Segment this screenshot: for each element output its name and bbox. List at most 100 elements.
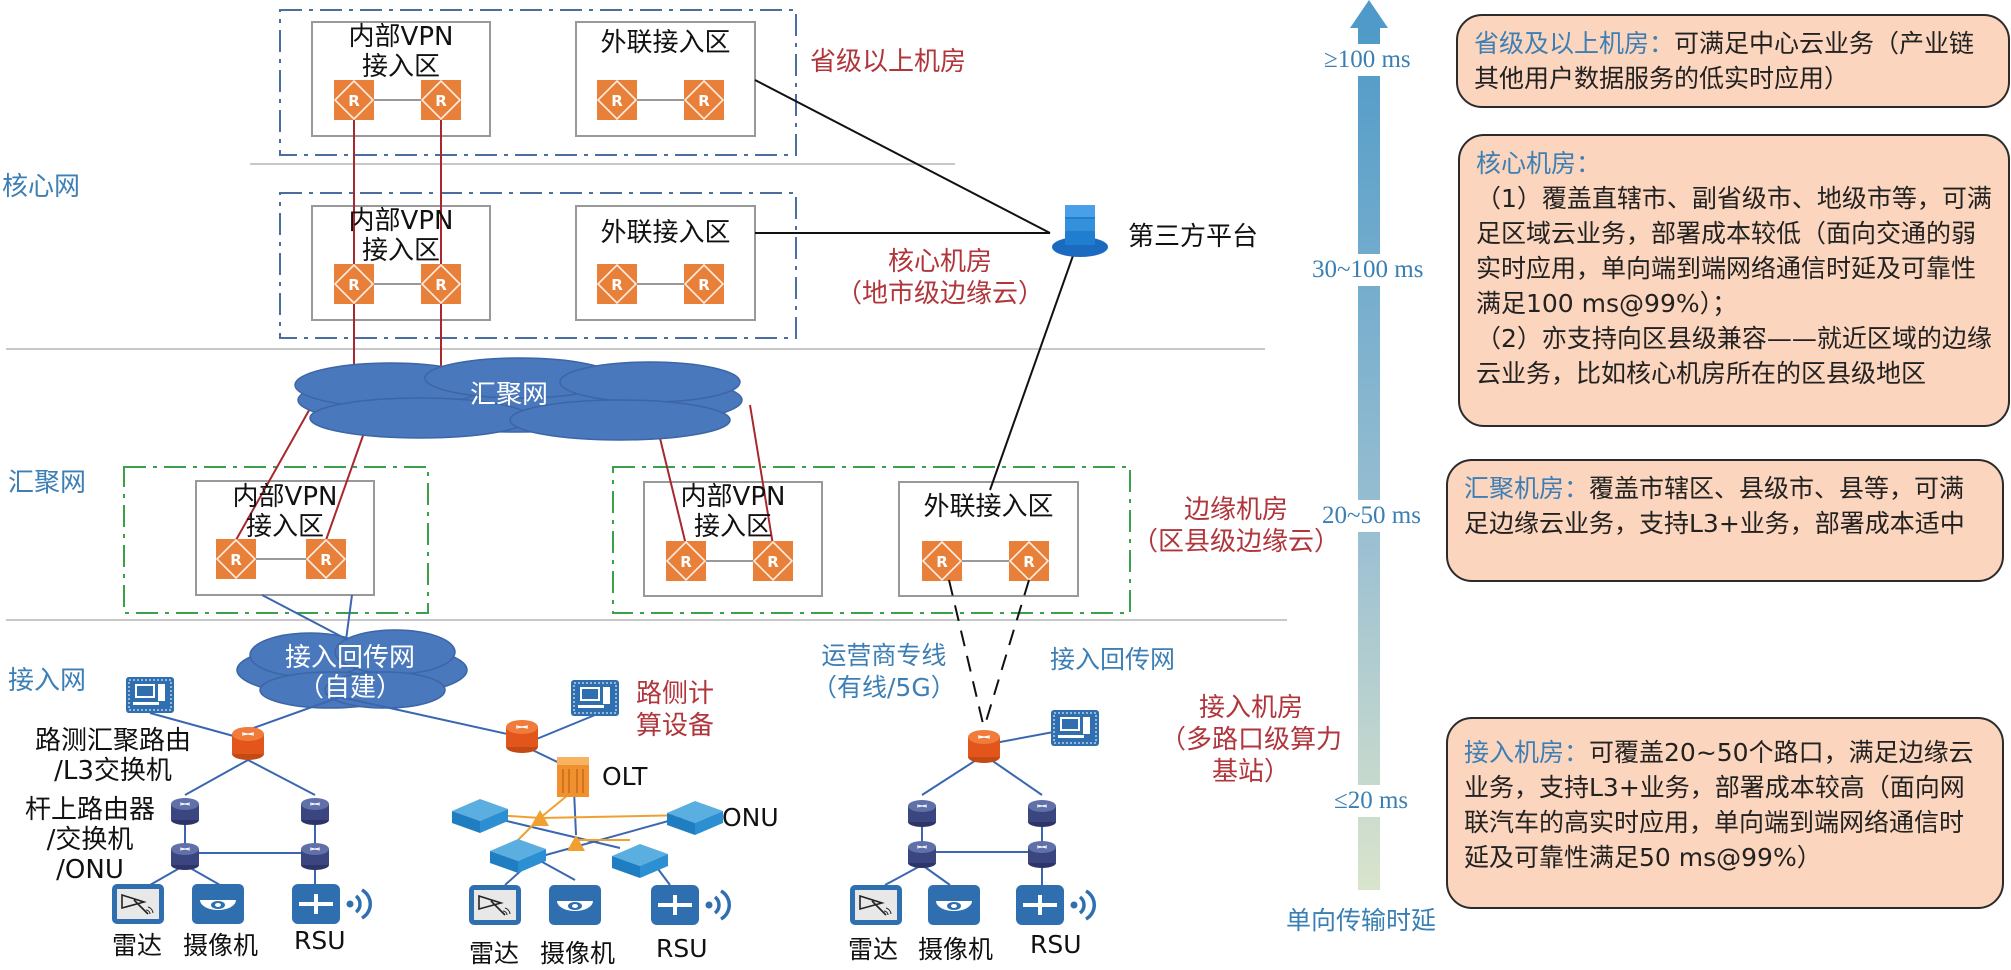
computer-icon	[1050, 709, 1100, 747]
latency-axis-title: 单向传输时延	[1284, 899, 1439, 939]
info-box-body: 可满足中心云业务（产业链其他用户数据服务的低实时应用）	[1474, 29, 1975, 93]
radar-icon	[849, 884, 903, 926]
latency-level-100: ≥100 ms	[1322, 44, 1413, 76]
computer-icon	[570, 679, 620, 717]
camera-icon	[928, 885, 980, 925]
latency-level-30-100: 30~100 ms	[1310, 254, 1426, 286]
router-icon	[215, 538, 257, 580]
info-box-core: 核心机房： （1）覆盖直辖市、副省级市、地级市等，可满足区域云业务，部署成本较低…	[1458, 134, 2010, 427]
rsu-icon	[290, 882, 373, 926]
operator-line-label: 运营商专线（有线/5G）	[812, 641, 956, 702]
onu-icon	[452, 799, 508, 833]
latency-arrow	[1350, 0, 1388, 890]
router-icon	[921, 540, 963, 582]
pole-router-icon	[907, 799, 937, 828]
roadside-compute-label: 路侧计算设备	[636, 679, 715, 741]
rsu-label: RSU	[1030, 930, 1082, 959]
layer-label-core: 核心网	[2, 172, 81, 202]
room-label-provincial: 省级以上机房	[810, 47, 967, 77]
layer-label-aggregation: 汇聚网	[8, 468, 87, 498]
aggregation-router-icon	[967, 729, 1001, 764]
room-label-edge: 边缘机房（区县级边缘云）	[1132, 495, 1341, 557]
radar-icon	[111, 883, 165, 925]
radar-label: 雷达	[112, 931, 163, 960]
router-icon	[683, 79, 725, 121]
camera-label: 摄像机	[540, 939, 616, 968]
router-icon	[665, 540, 707, 582]
router-icon	[420, 263, 462, 305]
router-icon	[596, 263, 638, 305]
rsu-label: RSU	[656, 934, 708, 963]
pole-router-icon	[170, 842, 200, 871]
onu-label: ONU	[722, 803, 779, 832]
router-icon	[596, 79, 638, 121]
edge-room-border	[612, 466, 1131, 614]
camera-label: 摄像机	[918, 935, 994, 964]
router-icon	[333, 263, 375, 305]
router-icon	[333, 79, 375, 121]
zone-label-external: 外联接入区	[600, 28, 731, 58]
onu-icon	[667, 801, 723, 835]
info-box-item: （1）覆盖直辖市、副省级市、地级市等，可满足区域云业务，部署成本较低（面向交通的…	[1476, 184, 1992, 318]
pole-router-icon	[907, 840, 937, 869]
aggregation-router-icon	[505, 719, 539, 754]
info-box-head: 省级及以上机房：	[1474, 29, 1675, 58]
pole-router-icon	[1027, 840, 1057, 869]
pole-router-label: 杆上路由器/交换机/ONU	[24, 795, 155, 885]
router-icon	[752, 540, 794, 582]
radar-icon	[468, 884, 522, 926]
third-party-platform-label: 第三方平台	[1128, 222, 1259, 252]
router-icon	[420, 79, 462, 121]
latency-level-20: ≤20 ms	[1332, 785, 1411, 817]
info-box-head: 接入机房：	[1464, 738, 1590, 767]
info-box-head: 核心机房：	[1476, 149, 1602, 178]
router-icon	[1008, 540, 1050, 582]
olt-icon	[556, 756, 590, 798]
computer-icon	[125, 676, 175, 714]
info-box-body: 可覆盖20~50个路口，满足边缘云业务，支持L3+业务，部署成本较高（面向网联汽…	[1464, 738, 1974, 872]
info-box-body: 覆盖市辖区、县级市、县等，可满足边缘云业务，支持L3+业务，部署成本适中	[1464, 474, 1965, 538]
rsu-label: RSU	[294, 926, 346, 955]
info-box-aggregation: 汇聚机房：覆盖市辖区、县级市、县等，可满足边缘云业务，支持L3+业务，部署成本适…	[1446, 459, 2004, 582]
info-box-access: 接入机房：可覆盖20~50个路口，满足边缘云业务，支持L3+业务，部署成本较高（…	[1446, 717, 2004, 909]
internal-vpn-links	[235, 100, 774, 546]
pole-router-icon	[300, 842, 330, 871]
olt-label: OLT	[602, 762, 648, 791]
pole-router-icon	[1027, 799, 1057, 828]
latency-level-20-50: 20~50 ms	[1320, 500, 1423, 532]
backhaul-cloud-label: 接入回传网（自建）	[285, 643, 416, 703]
camera-label: 摄像机	[183, 931, 259, 960]
backhaul-cloud-icon	[236, 629, 468, 709]
room-label-core: 核心机房（地市级边缘云）	[836, 247, 1045, 309]
radar-label: 雷达	[848, 935, 899, 964]
aggregation-cloud-label: 汇聚网	[470, 380, 549, 410]
onu-icon	[490, 839, 546, 873]
operator-links	[948, 579, 1030, 729]
info-box-provincial: 省级及以上机房：可满足中心云业务（产业链其他用户数据服务的低实时应用）	[1456, 14, 2010, 108]
backhaul-label: 接入回传网	[1050, 645, 1176, 674]
layer-label-access: 接入网	[8, 666, 87, 696]
camera-icon	[192, 884, 244, 924]
pole-router-icon	[170, 797, 200, 826]
rsu-icon	[649, 883, 732, 927]
rsu-icon	[1014, 883, 1097, 927]
info-box-head: 汇聚机房：	[1464, 474, 1590, 503]
splitter-icon	[567, 835, 585, 851]
router-icon	[683, 263, 725, 305]
router-icon	[305, 538, 347, 580]
zone-label-external: 外联接入区	[600, 218, 731, 248]
camera-icon	[549, 885, 601, 925]
third-party-platform-icon	[1052, 205, 1108, 257]
aggregation-router-icon	[231, 726, 265, 761]
provincial-room-border	[279, 9, 797, 156]
room-label-access: 接入机房（多路口级算力基站）	[1160, 693, 1343, 787]
onu-icon	[612, 844, 668, 878]
info-box-item: （2）亦支持向区县级兼容——就近区域的边缘云业务，比如核心机房所在的区县级地区	[1476, 324, 1992, 388]
router-pairs	[215, 79, 1050, 582]
core-room-border	[279, 192, 797, 339]
